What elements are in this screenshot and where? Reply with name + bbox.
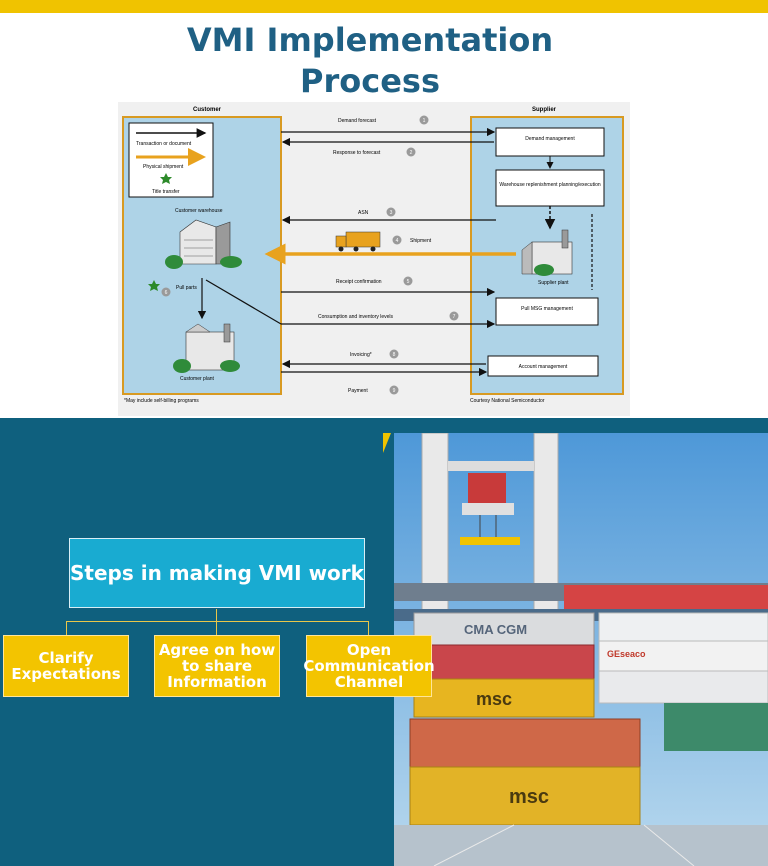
- step-agree-share-information: Agree on how to share Information: [154, 635, 280, 697]
- connector-vertical: [216, 609, 217, 622]
- step-1-number: 1: [423, 118, 426, 124]
- flow-3-label: ASN: [358, 210, 369, 216]
- account-management-label: Account management: [519, 364, 568, 370]
- title-line-1: VMI Implementation: [186, 21, 554, 59]
- flow-1-label: Demand forecast: [338, 118, 377, 124]
- title-line-2: Process: [300, 62, 440, 100]
- account-management-box: [487, 355, 599, 377]
- flow-7-label: Consumption and inventory levels: [318, 314, 394, 320]
- pull-msg-box: [495, 297, 599, 326]
- courtesy-note: Courtesy National Semiconductor: [470, 398, 545, 404]
- port-photo: GEseaco CMA CGM msc msc: [394, 433, 768, 866]
- container-label-geseaco: GEseaco: [607, 649, 646, 659]
- connector-left: [66, 621, 67, 635]
- flow-9-label: Payment: [348, 388, 368, 394]
- flow-2-label: Response to forecast: [333, 150, 381, 156]
- connector-horizontal: [66, 621, 368, 622]
- customer-label: Customer: [193, 107, 222, 113]
- warehouse-replenishment-box: [495, 169, 605, 207]
- step-3-number: 3: [390, 210, 393, 216]
- yellow-corner-accent: [383, 433, 391, 453]
- connector-right: [368, 621, 369, 635]
- page-title: VMI Implementation Process: [0, 20, 740, 102]
- star-icon-pull: [148, 280, 160, 291]
- footnote: *May include self-billing programs: [124, 398, 199, 404]
- step-2-number: 2: [410, 150, 413, 156]
- vmi-process-diagram: Customer Supplier Transaction or documen…: [118, 102, 630, 416]
- supplier-label: Supplier: [532, 107, 557, 113]
- step-open-communication: Open Communication Channel: [303, 635, 435, 697]
- step-9-number: 9: [393, 388, 396, 394]
- top-accent-bar: [0, 0, 768, 13]
- pull-msg-label: Pull MSG management: [521, 306, 573, 312]
- warehouse-building-icon: [165, 219, 242, 269]
- truck-icon: [335, 231, 381, 252]
- connector-middle: [216, 621, 217, 635]
- demand-management-box: [495, 127, 605, 157]
- step-8-number: 8: [393, 352, 396, 358]
- legend-physical: Physical shipment: [143, 164, 184, 170]
- customer-plant-label: Customer plant: [180, 376, 215, 382]
- supplier-plant-label: Supplier plant: [538, 280, 569, 286]
- pull-parts-label: Pull parts: [176, 285, 197, 291]
- demand-management-label: Demand management: [525, 136, 575, 142]
- step-6-number: 6: [165, 290, 168, 296]
- step-7-number: 7: [453, 314, 456, 320]
- star-icon: [160, 173, 172, 184]
- warehouse-replenishment-label: Warehouse replenishment planning/executi…: [499, 182, 600, 188]
- legend-transaction: Transaction or document: [136, 141, 192, 147]
- container-label-cma-cgm: CMA CGM: [464, 622, 527, 637]
- supplier-plant-icon: [521, 229, 573, 276]
- flow-5-label: Receipt confirmation: [336, 279, 382, 285]
- flow-4-label: Shipment: [410, 238, 432, 244]
- step-6-badge: [161, 287, 171, 297]
- container-label-msc-upper: msc: [476, 689, 512, 709]
- step-5-number: 5: [407, 279, 410, 285]
- flow-8-label: Invoicing*: [350, 352, 372, 358]
- container-label-msc-lower: msc: [509, 786, 549, 808]
- customer-plant-icon: [173, 323, 240, 373]
- legend: Transaction or document Physical shipmen…: [128, 122, 214, 198]
- step-clarify-expectations: Clarify Expectations: [3, 635, 129, 697]
- steps-title-box: Steps in making VMI work: [69, 538, 365, 608]
- legend-title-transfer: Title transfer: [152, 189, 180, 195]
- step-4-number: 4: [396, 238, 399, 244]
- customer-warehouse-label: Customer warehouse: [175, 208, 223, 214]
